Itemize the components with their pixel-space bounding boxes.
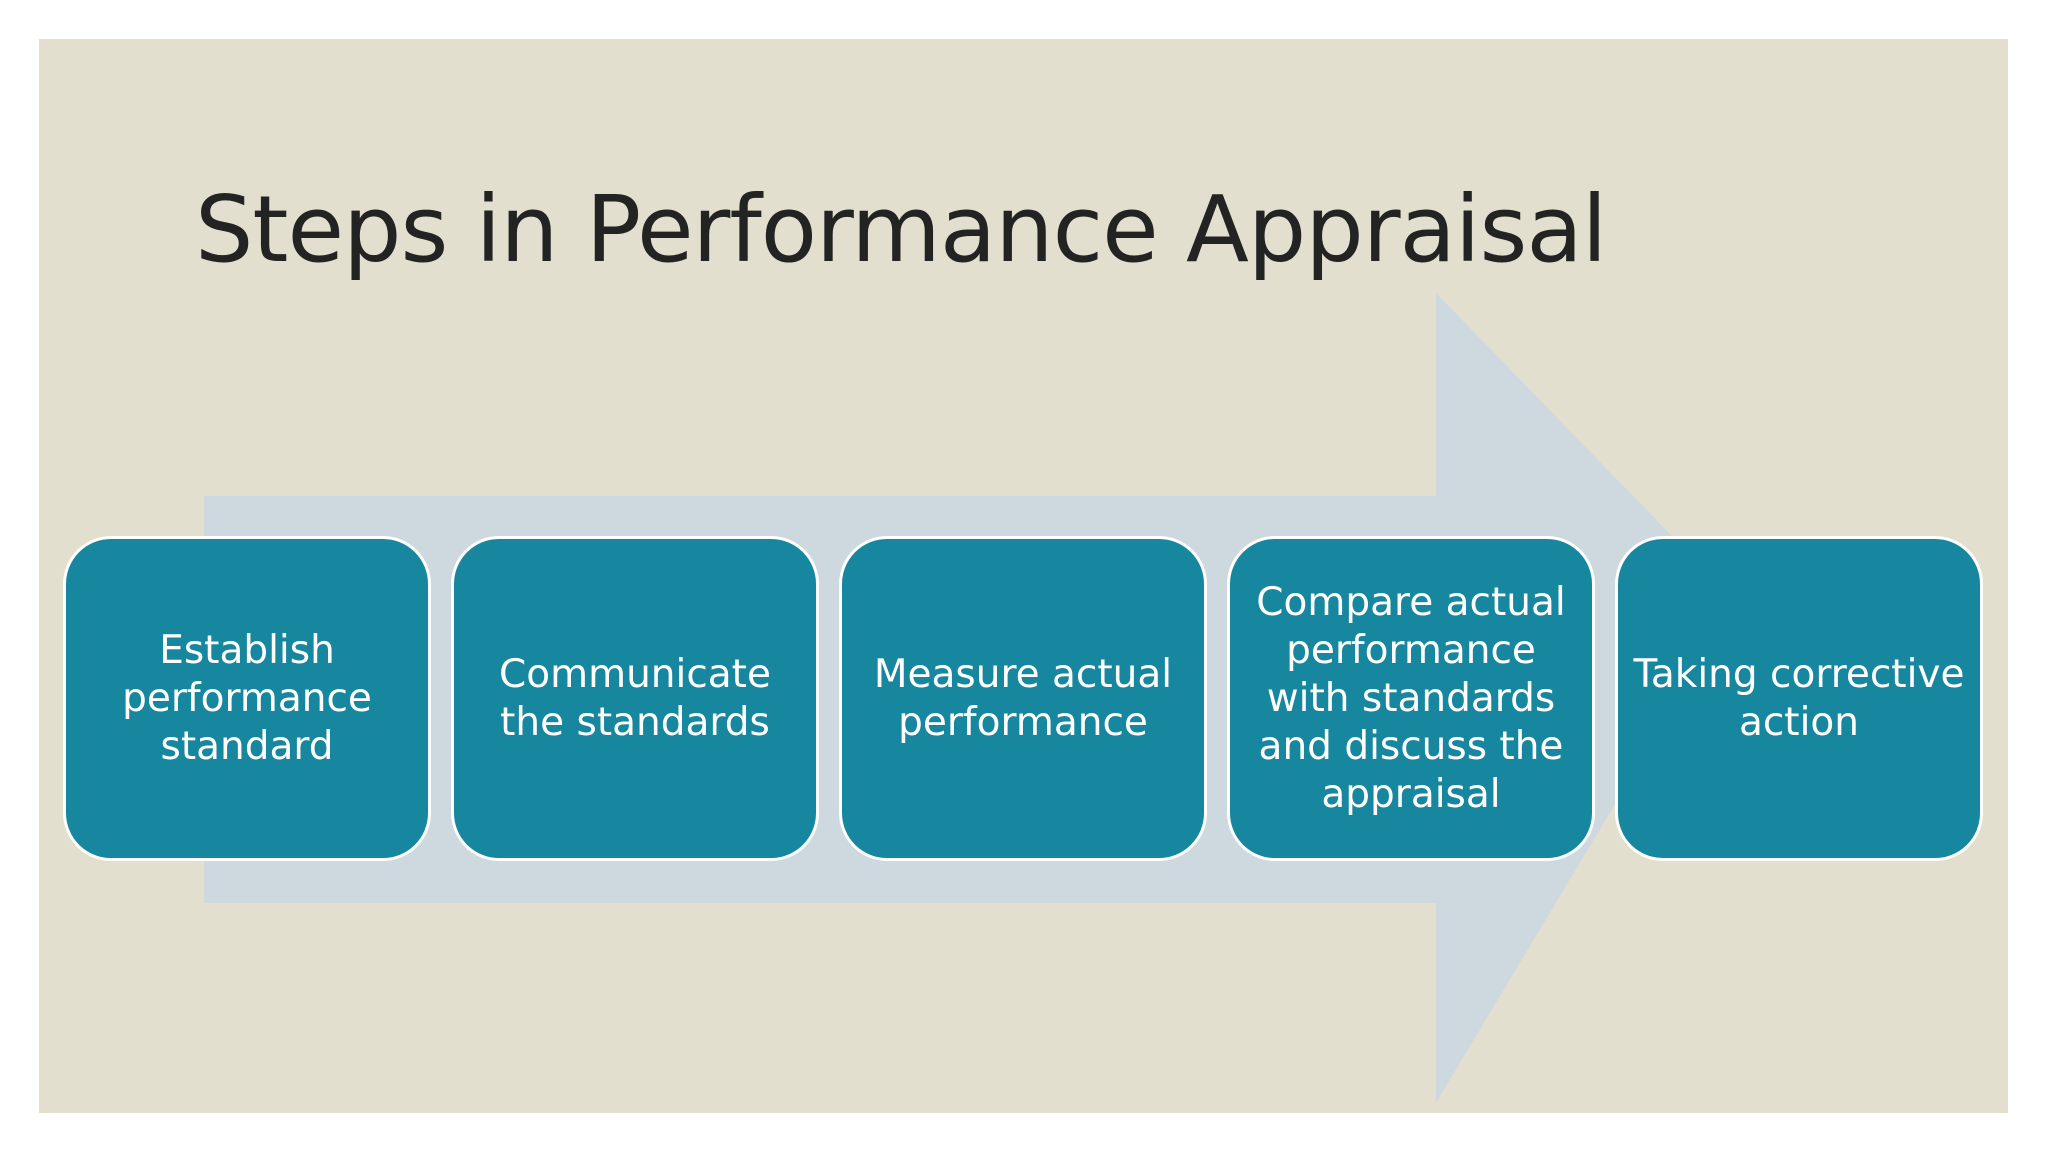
- step-label: Measure actual performance: [873, 651, 1173, 745]
- step-label: Taking corrective action: [1633, 651, 1965, 745]
- step-box-measure-performance: Measure actual performance: [839, 536, 1207, 861]
- step-box-establish-standard: Establish performance standard: [63, 536, 431, 861]
- step-label: Establish performance standard: [122, 627, 372, 769]
- slide: Steps in Performance Appraisal Establish…: [39, 39, 2008, 1113]
- step-box-compare-and-discuss: Compare actual performance with standard…: [1227, 536, 1595, 861]
- step-label: Compare actual performance with standard…: [1256, 579, 1566, 817]
- step-label: Communicate the standards: [499, 651, 771, 745]
- page-title: Steps in Performance Appraisal: [195, 176, 1607, 283]
- step-box-communicate-standards: Communicate the standards: [451, 536, 819, 861]
- step-box-corrective-action: Taking corrective action: [1615, 536, 1983, 861]
